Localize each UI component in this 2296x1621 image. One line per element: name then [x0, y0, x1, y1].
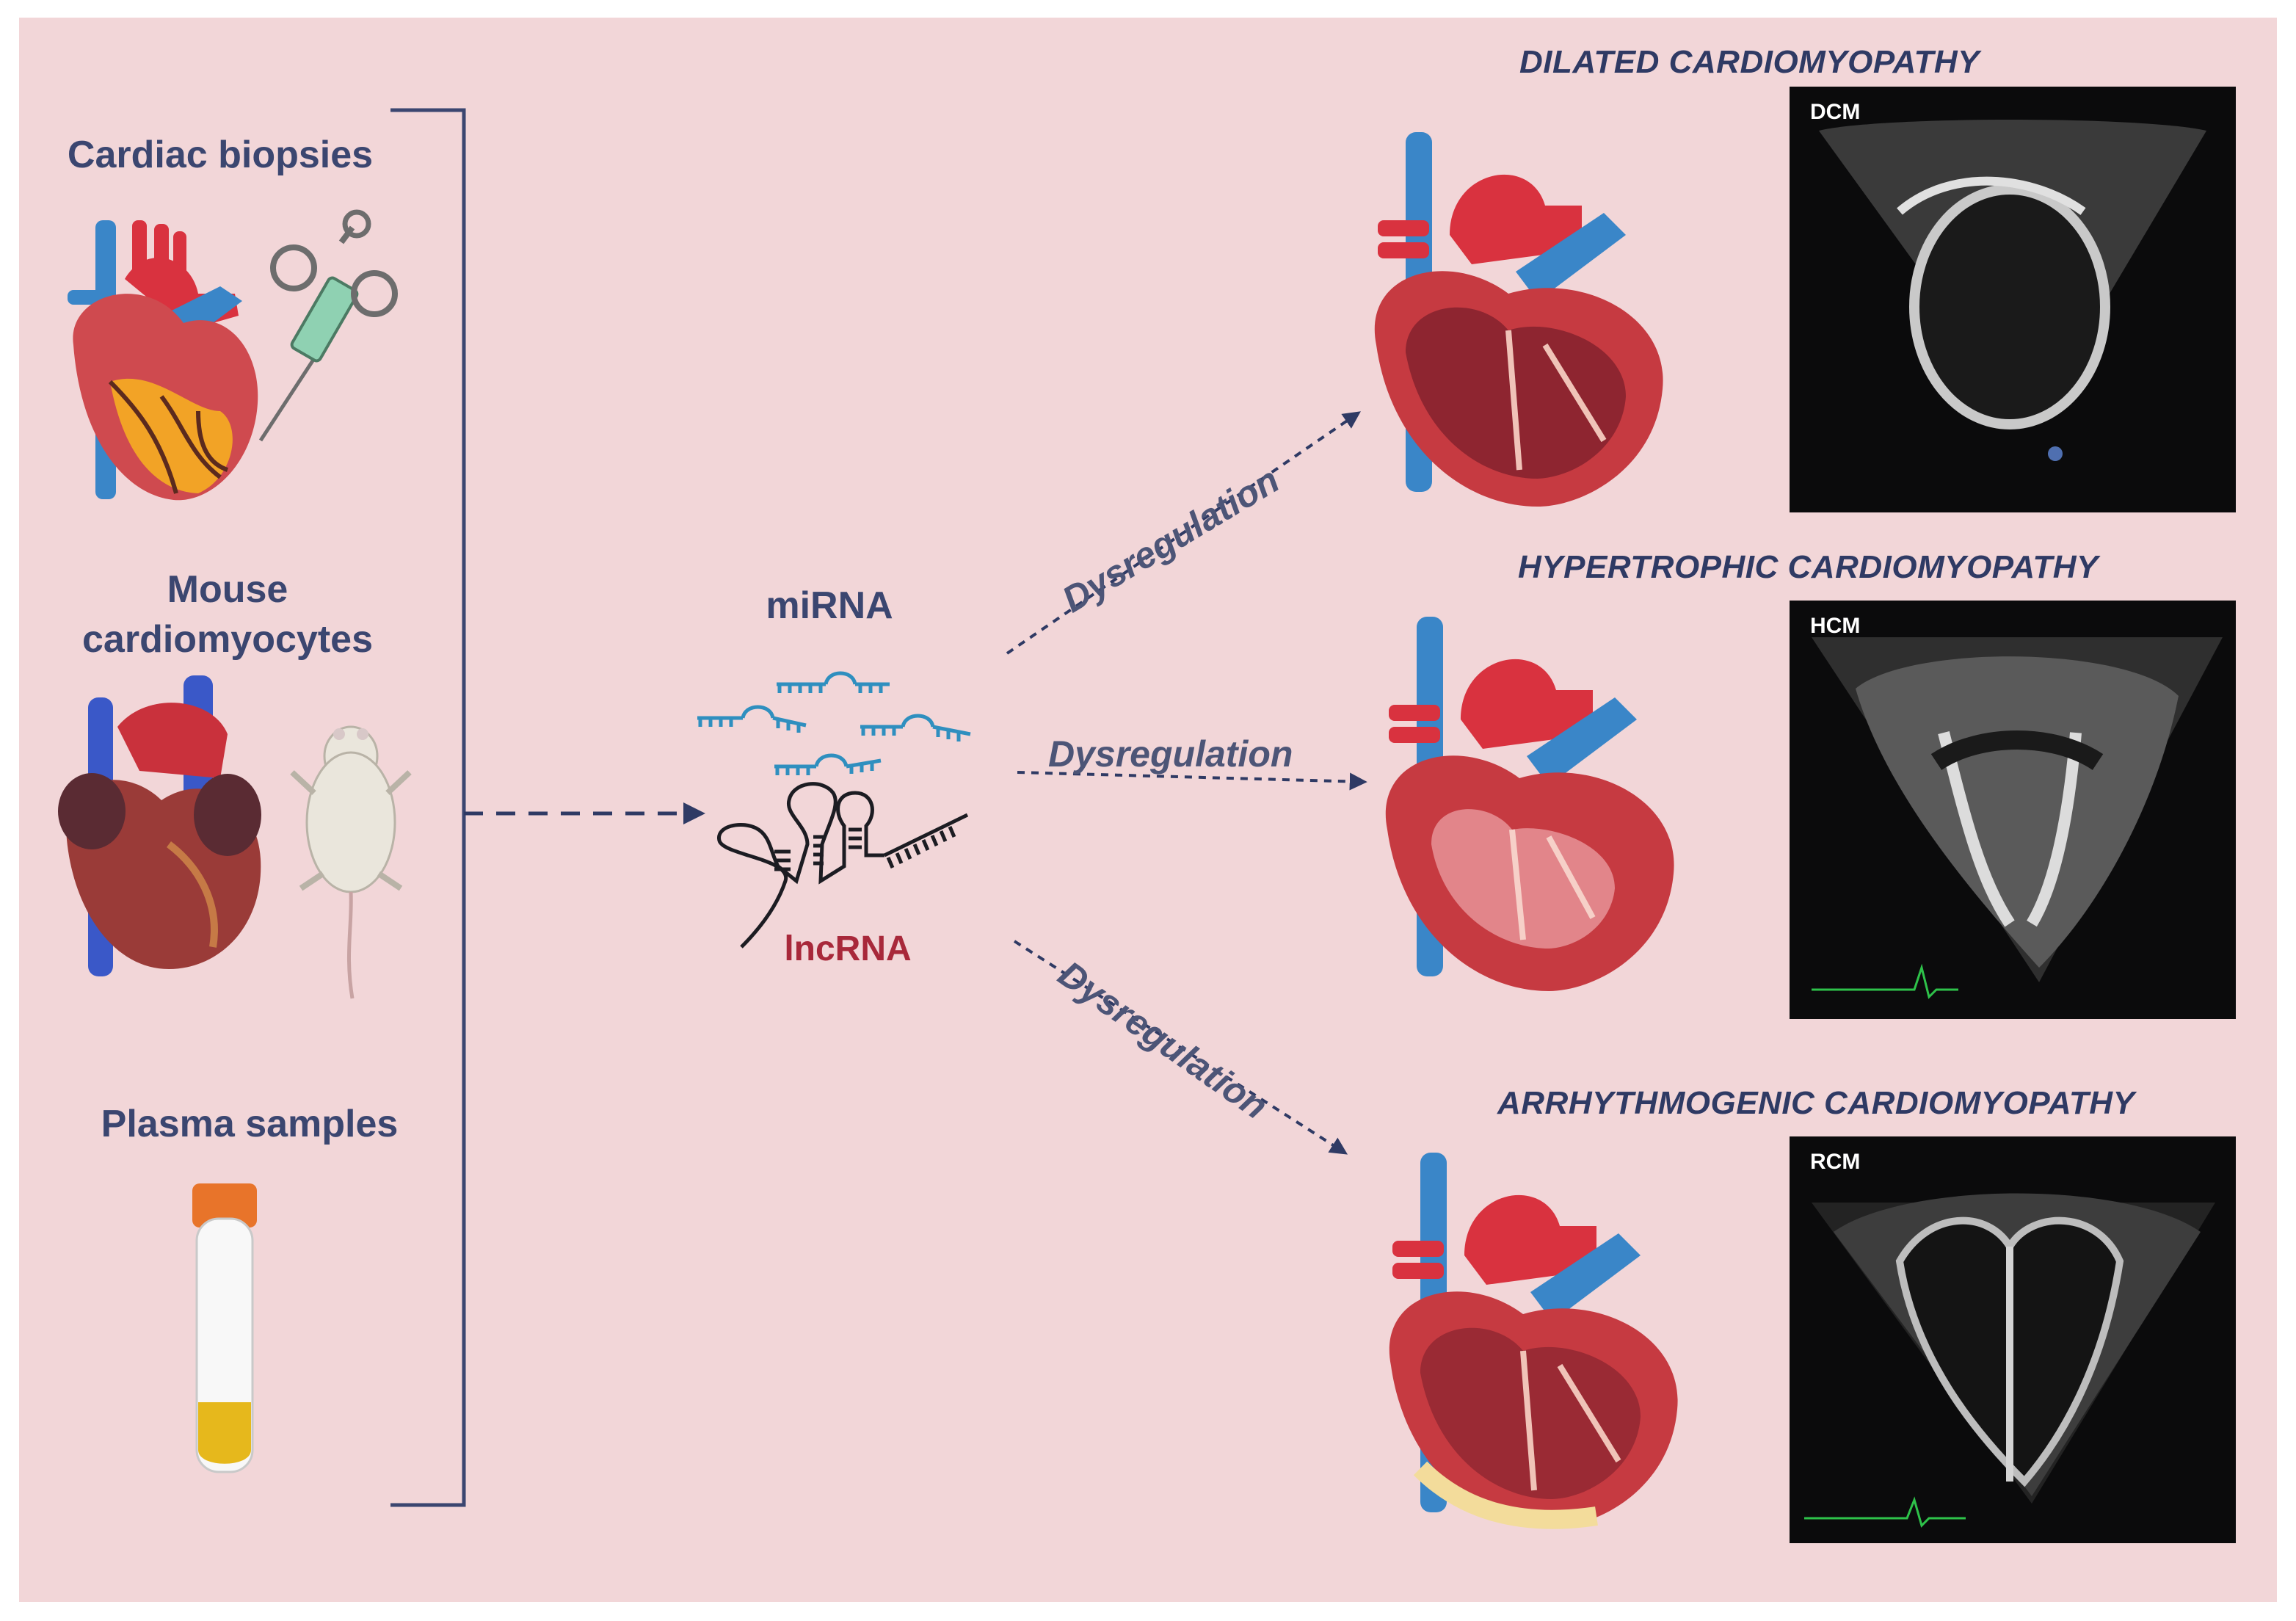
mouse-icon	[290, 725, 412, 999]
echo-tag-rcm: RCM	[1810, 1150, 1861, 1174]
mirna-strand	[774, 753, 882, 775]
mirna-strand	[697, 705, 807, 733]
biopsy-needle-icon	[258, 209, 398, 442]
label-cardiac-biopsies: Cardiac biopsies	[67, 134, 374, 176]
mouse-heart-icon	[58, 675, 261, 976]
lncrna-glyph	[717, 782, 969, 949]
label-mirna: miRNA	[766, 584, 893, 627]
echo-image-dcm: DCM	[1790, 87, 2236, 512]
arrow-bottom	[1013, 940, 1348, 1155]
title-hypertrophic-cardiomyopathy: HYPERTROPHIC CARDIOMYOPATHY	[1518, 549, 2099, 585]
heart-acm-icon	[1389, 1153, 1678, 1529]
echo-tag-hcm: HCM	[1810, 614, 1861, 638]
echo-image-hcm: HCM	[1790, 601, 2236, 1019]
label-dysregulation-middle: Dysregulation	[1048, 733, 1293, 775]
label-mouse: Mouse	[167, 568, 288, 611]
echo-image-rcm: RCM	[1790, 1136, 2236, 1543]
arrow-middle	[1017, 771, 1367, 791]
arrow-top	[1006, 411, 1361, 655]
title-arrhythmogenic-cardiomyopathy: ARRHYTHMOGENIC CARDIOMYOPATHY	[1497, 1085, 2135, 1121]
mirna-strand	[777, 671, 890, 693]
title-dilated-cardiomyopathy: DILATED CARDIOMYOPATHY	[1519, 44, 1980, 80]
sources-bracket	[390, 108, 466, 1507]
biopsy-heart-icon	[68, 220, 258, 501]
label-lncrna: lncRNA	[784, 929, 912, 968]
heart-dcm-icon	[1374, 132, 1663, 507]
label-cardiomyocytes: cardiomyocytes	[82, 618, 373, 661]
echo-tag-dcm: DCM	[1810, 100, 1861, 124]
heart-hcm-icon	[1385, 617, 1674, 991]
label-plasma-samples: Plasma samples	[101, 1103, 399, 1145]
mirna-glyph	[697, 671, 971, 775]
mirna-strand	[860, 714, 971, 741]
